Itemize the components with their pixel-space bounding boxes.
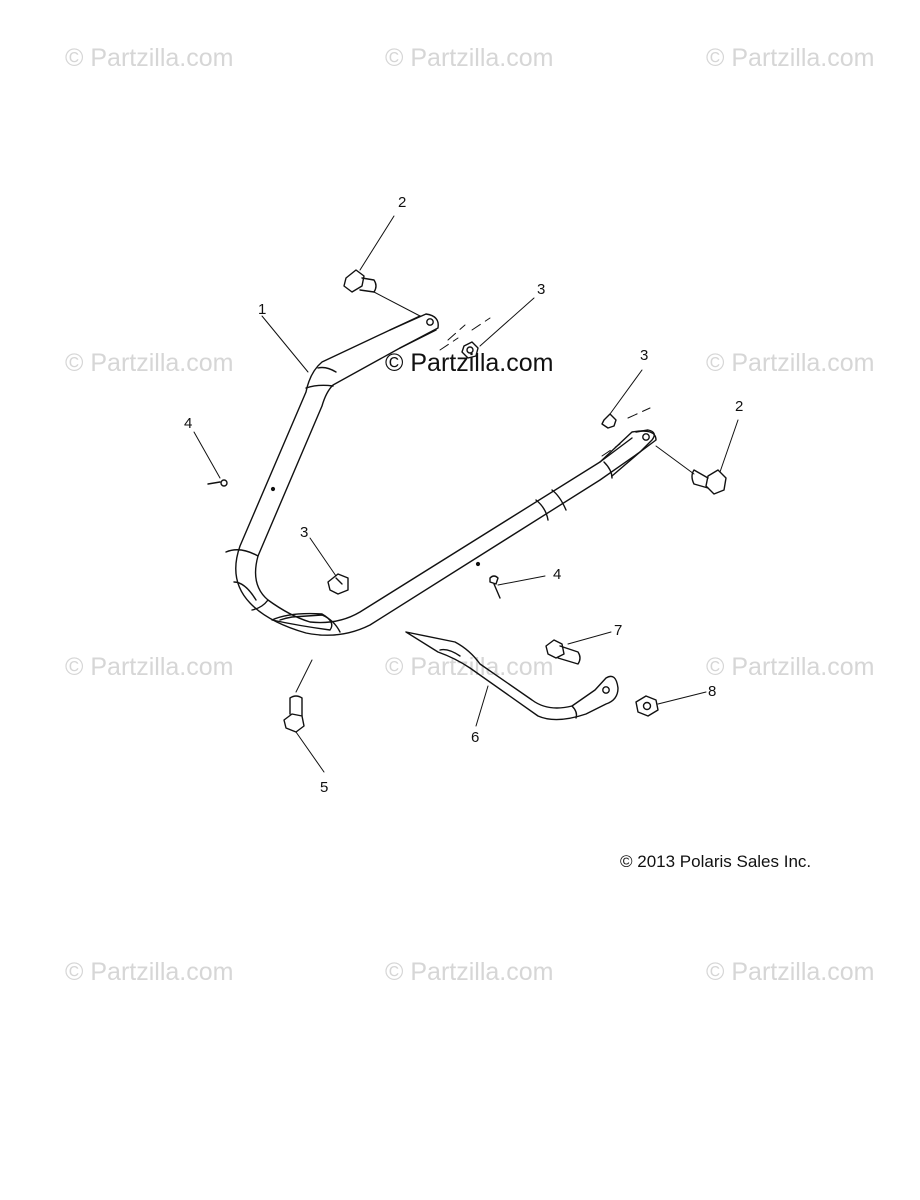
leader-line-7	[567, 631, 612, 645]
leader-line-1	[261, 315, 309, 373]
bolt-part-2	[343, 269, 421, 317]
callout-5: 5	[320, 779, 328, 796]
leader-line-3	[309, 537, 337, 577]
rivet-part-4	[489, 575, 501, 599]
bumper-tube-part-1	[225, 313, 657, 636]
watermark: © Partzilla.com	[385, 958, 554, 986]
callout-3: 3	[537, 281, 545, 298]
rivet-part-4	[207, 479, 228, 487]
nut-part-3	[439, 317, 491, 359]
watermark: © Partzilla.com	[65, 349, 234, 377]
bolt-part-5	[283, 659, 313, 733]
leader-lines	[193, 215, 739, 773]
callout-4: 4	[553, 566, 561, 583]
watermark: © Partzilla.com	[706, 349, 875, 377]
leader-line-2	[359, 215, 395, 271]
callout-3: 3	[640, 347, 648, 364]
callout-7: 7	[614, 622, 622, 639]
bolt-part-2	[655, 445, 727, 495]
callout-2: 2	[398, 194, 406, 211]
watermark: © Partzilla.com	[706, 653, 875, 681]
callout-2: 2	[735, 398, 743, 415]
watermark: © Partzilla.com	[65, 653, 234, 681]
watermark: © Partzilla.com	[65, 44, 234, 72]
callout-1: 1	[258, 301, 266, 318]
callout-6: 6	[471, 729, 479, 746]
lower-tube-part-6	[405, 631, 619, 721]
leader-line-5	[295, 731, 325, 773]
watermark: © Partzilla.com	[706, 958, 875, 986]
watermark: © Partzilla.com	[65, 958, 234, 986]
leader-line-6	[475, 685, 489, 727]
callout-3: 3	[300, 524, 308, 541]
copyright-notice: © 2013 Polaris Sales Inc.	[620, 852, 812, 871]
callout-8: 8	[708, 683, 716, 700]
leader-line-2	[719, 419, 739, 473]
watermark: © Partzilla.com	[385, 44, 554, 72]
leader-line-4	[193, 431, 221, 479]
leader-line-8	[657, 691, 707, 705]
watermark: © Partzilla.com	[706, 44, 875, 72]
nut-part-3	[327, 573, 349, 595]
center-watermark: © Partzilla.com	[385, 349, 554, 377]
leader-line-3	[609, 369, 643, 415]
bolt-part-7	[545, 639, 581, 665]
callout-4: 4	[184, 415, 192, 432]
leader-line-4	[497, 575, 546, 586]
nut-part-8	[635, 695, 659, 717]
leader-line-3	[479, 297, 535, 347]
